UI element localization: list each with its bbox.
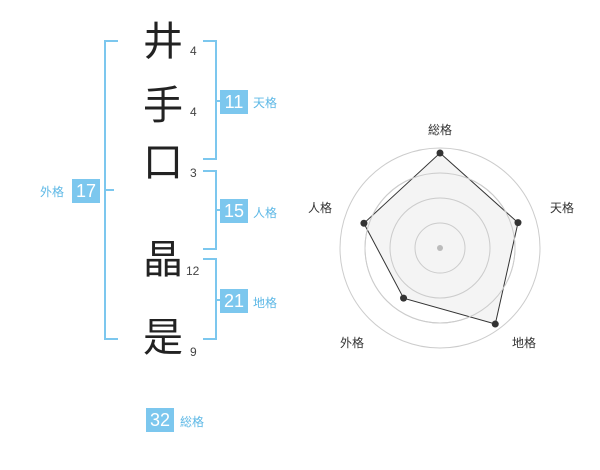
name-char-4: 晶 [143, 237, 183, 283]
radar-chart [339, 147, 541, 349]
radar-label-jinkaku: 人格 [308, 201, 333, 215]
radar-inner-ring-3 [364, 172, 516, 324]
name-char-5: 是 [143, 315, 183, 361]
radar-center-dot [437, 245, 443, 251]
gaikaku-label: 外格 [40, 185, 65, 199]
name-char-1: 井 [143, 19, 183, 65]
radar-point-gaikaku [400, 294, 408, 302]
radar-label-chikaku: 地格 [512, 336, 537, 350]
radar-inner-ring-2 [389, 197, 491, 299]
chikaku-score-badge: 21 [220, 289, 248, 313]
tenkaku-bracket-tick [215, 100, 221, 102]
radar-point-tenkaku [514, 219, 522, 227]
radar-point-soukaku [436, 149, 444, 157]
stroke-count-3: 3 [190, 166, 197, 180]
radar-label-gaikaku: 外格 [340, 336, 365, 350]
radar-ring-4 [339, 147, 541, 349]
chikaku-bracket-tick [215, 299, 221, 301]
stroke-count-5: 9 [190, 345, 197, 359]
gaikaku-score-badge: 17 [72, 179, 100, 203]
stroke-count-1: 4 [190, 44, 197, 58]
name-char-2: 手 [143, 83, 183, 129]
jinkaku-score-badge: 15 [220, 199, 248, 223]
soukaku-label: 総格 [180, 415, 205, 429]
radar-label-tenkaku: 天格 [550, 201, 575, 215]
jinkaku-bracket-tick [215, 209, 221, 211]
jinkaku-label: 人格 [253, 206, 278, 220]
stroke-count-4: 12 [186, 264, 200, 278]
stroke-count-2: 4 [190, 105, 197, 119]
radar-inner-ring-1 [414, 222, 466, 274]
radar-point-chikaku [491, 320, 499, 328]
radar-label-soukaku: 総格 [428, 123, 453, 137]
name-char-3: 口 [143, 140, 183, 186]
radar-point-jinkaku [360, 219, 368, 227]
tenkaku-score-badge: 11 [220, 90, 248, 114]
gaikaku-bracket-tick [104, 189, 114, 191]
chikaku-label: 地格 [253, 296, 278, 310]
soukaku-score-badge: 32 [146, 408, 174, 432]
tenkaku-label: 天格 [253, 96, 278, 110]
